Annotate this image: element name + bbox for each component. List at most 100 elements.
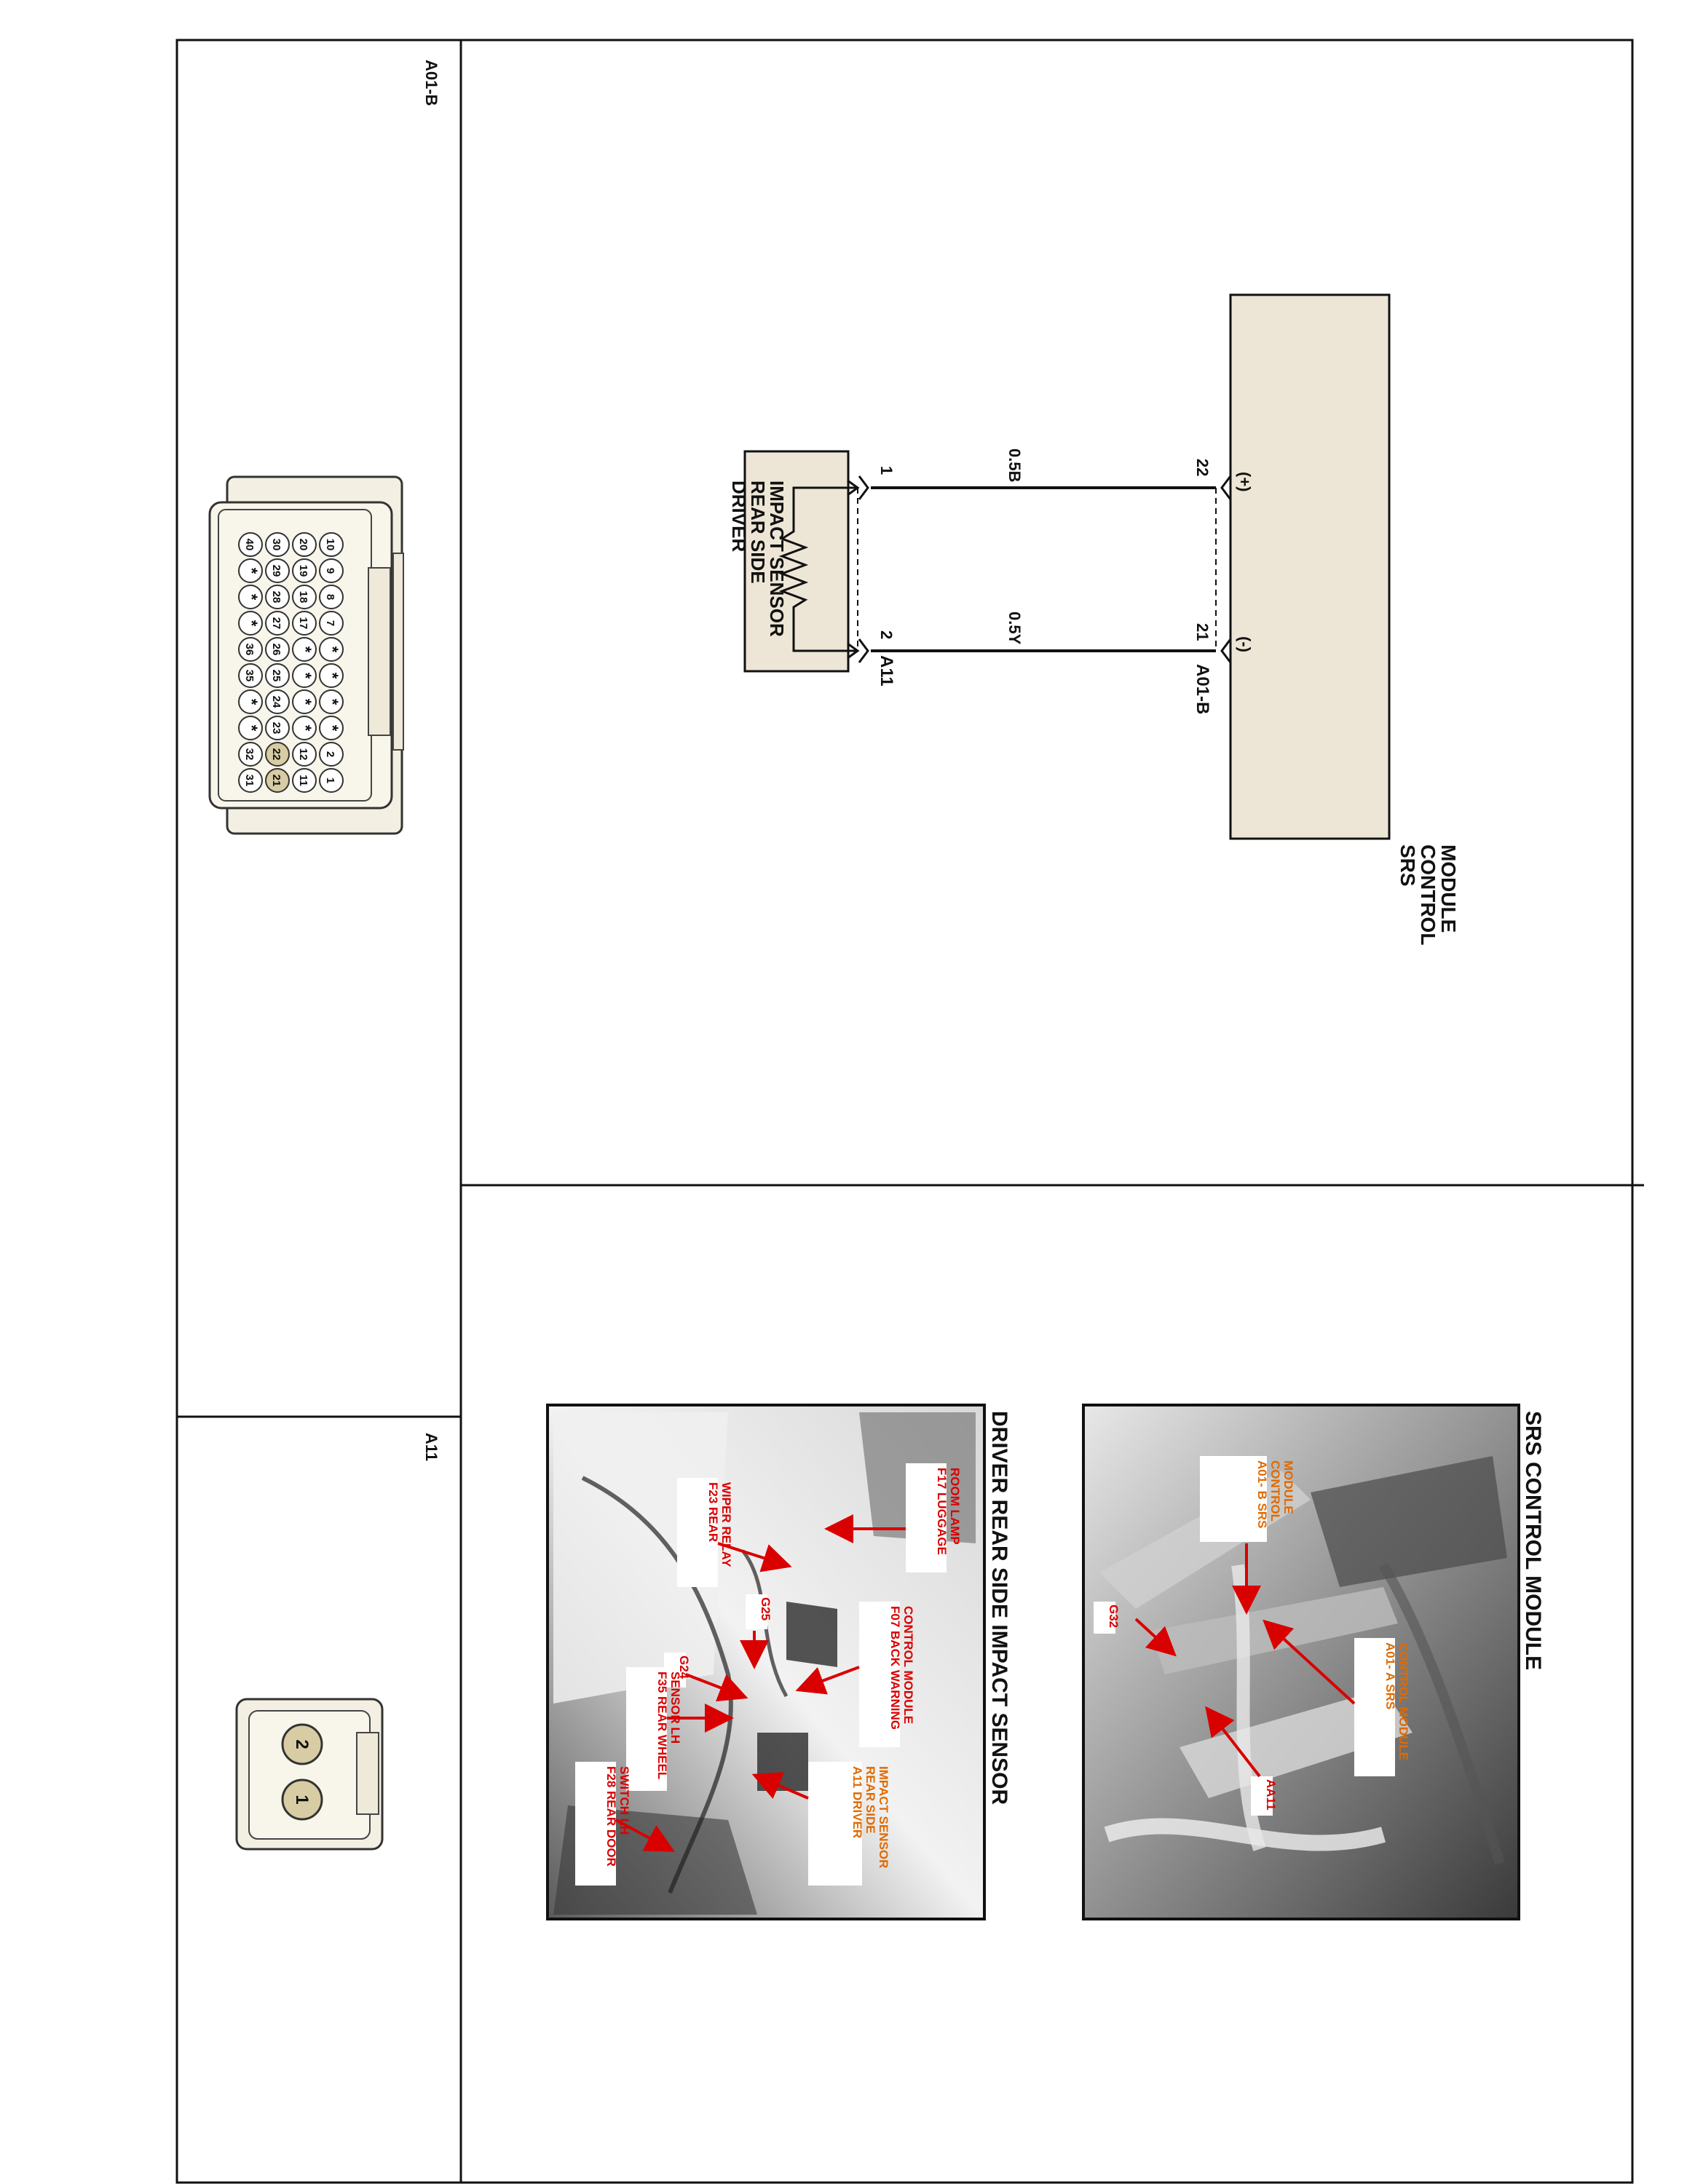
svg-text:CONTROL MODULE: CONTROL MODULE: [901, 1606, 915, 1724]
connector-a01b-face: 10987****2120191817****12113029282726252…: [208, 475, 404, 835]
a01b-pin: [238, 742, 263, 767]
a01b-pin-label: 26: [270, 644, 283, 656]
connector-a01b-header: A01-B: [422, 60, 440, 106]
a01b-pin-label: *: [242, 568, 261, 574]
a01b-pin: [238, 532, 263, 557]
svg-text:WIPER RELAY: WIPER RELAY: [719, 1482, 733, 1567]
callout-f07: F07 BACK WARNING CONTROL MODULE: [888, 1606, 915, 1730]
svg-text:MODULE: MODULE: [1281, 1460, 1295, 1514]
a01b-pin-label: 19: [297, 565, 309, 577]
a01b-pin-label: 20: [297, 539, 309, 551]
a11-pin-1: [281, 1779, 323, 1821]
sensor-pin-2-number: 2: [877, 630, 896, 639]
a01b-pin: [292, 768, 317, 793]
sensor-pin-2-terminal: [858, 638, 869, 663]
wire-0-5b-label: 0.5B: [1006, 448, 1024, 482]
a01b-pin-label: 27: [270, 617, 283, 630]
a01b-pin-label: 17: [297, 617, 309, 630]
svg-text:A11 DRIVER: A11 DRIVER: [850, 1766, 864, 1838]
svg-text:SWITCH LH: SWITCH LH: [617, 1766, 631, 1835]
srs-control-module-photo: SRS CONTROL MODULE A01- B SRS CONTROL MO…: [1082, 1404, 1545, 1920]
a01b-pin: [238, 663, 263, 688]
a01b-pin: [319, 611, 344, 636]
a01b-pin-label: *: [323, 699, 341, 705]
a01b-pin: [238, 768, 263, 793]
a01b-pin-label: *: [242, 594, 261, 601]
callout-g25: G25: [759, 1597, 773, 1621]
svg-text:IMPACT SENSOR: IMPACT SENSOR: [877, 1766, 890, 1868]
a01b-pin: [319, 716, 344, 740]
a01b-pin: [319, 532, 344, 557]
a01b-pin-label: *: [296, 725, 315, 732]
a01b-pin-label: 40: [243, 539, 256, 551]
a01b-pin: [265, 742, 290, 767]
sensor-pin-1-terminal: [858, 475, 869, 500]
a01b-pin-label: 21: [270, 775, 283, 787]
a01b-pin-label: *: [242, 725, 261, 732]
a01b-pin-label: 31: [243, 775, 256, 787]
a01b-pin-label: *: [242, 620, 261, 627]
a01b-pin-label: 25: [270, 670, 283, 682]
a01b-pin: [319, 663, 344, 688]
a01b-pin-label: *: [323, 646, 341, 653]
a01b-pin: [265, 558, 290, 583]
svg-text:F07 BACK WARNING: F07 BACK WARNING: [888, 1606, 902, 1730]
a01b-pin-label: 24: [270, 696, 283, 708]
resistor-symbol: [778, 486, 858, 652]
svg-text:CONTROL: CONTROL: [1268, 1460, 1282, 1522]
svg-text:MODULE: MODULE: [1437, 844, 1460, 933]
a01b-pin: [238, 637, 263, 662]
srs-photo-title: SRS CONTROL MODULE: [1521, 1411, 1545, 1670]
svg-text:CONTROL MODULE: CONTROL MODULE: [1396, 1642, 1410, 1760]
sensor-pin-1-number: 1: [877, 466, 896, 475]
callout-a01b-srs: A01- B SRS CONTROL MODULE: [1255, 1460, 1295, 1529]
a01b-pin: [265, 637, 290, 662]
a01b-pin-label: 10: [324, 539, 336, 551]
wire-0-5y-label: 0.5Y: [1006, 612, 1024, 645]
a01b-pin: [319, 585, 344, 609]
schematic: SRS CONTROL MODULE (+) (-) 22 2 1 A01-B 0…: [728, 293, 1460, 945]
a01b-pin-label: 7: [324, 620, 336, 626]
callout-a01a-srs: A01- A SRS CONTROL MODULE: [1383, 1642, 1410, 1760]
a01b-pin-label: *: [296, 673, 315, 679]
pin-22-number: 22: [1193, 459, 1212, 476]
a01b-pin: [319, 742, 344, 767]
a01b-pin: [265, 716, 290, 740]
a01b-pin-label: 32: [243, 748, 256, 761]
callout-f17: F17 LUGGAGE ROOM LAMP: [935, 1468, 962, 1555]
a01b-pin: [265, 585, 290, 609]
svg-text:CONTROL: CONTROL: [1417, 844, 1439, 945]
callout-g24: G24: [677, 1655, 691, 1679]
impact-sensor-label: DRIVER REAR SIDE IMPACT SENSOR: [728, 480, 788, 637]
svg-text:F23 REAR: F23 REAR: [706, 1482, 720, 1542]
a01b-pin: [292, 532, 317, 557]
a01b-pin-label: 1: [324, 778, 336, 783]
impact-sensor-photo: DRIVER REAR SIDE IMPACT SENSOR F17 LUGGA…: [546, 1404, 1011, 1920]
srs-connector-id: A01-B: [1193, 664, 1212, 714]
pin-21-polarity: (-): [1236, 636, 1254, 652]
a01b-pin: [292, 611, 317, 636]
a01b-pin: [265, 663, 290, 688]
page-frame: [175, 39, 1644, 2184]
a01b-pin-label: 8: [324, 594, 336, 600]
connector-a11-face: 2 1: [235, 1698, 384, 1851]
callout-f35: F35 REAR WHEEL SENSOR LH: [655, 1671, 682, 1779]
sensor-photo-title: DRIVER REAR SIDE IMPACT SENSOR: [987, 1411, 1011, 1805]
srs-control-module-box: [1229, 293, 1391, 840]
pin-22-polarity: (+): [1236, 472, 1254, 492]
a01b-pin: [265, 532, 290, 557]
svg-text:1: 1: [292, 1795, 312, 1804]
a01b-pin: [292, 742, 317, 767]
a01b-pin-label: 11: [297, 775, 309, 786]
a01b-pin: [238, 558, 263, 583]
a01b-pin-label: 2: [324, 751, 336, 757]
svg-text:SRS: SRS: [1396, 844, 1419, 887]
a01b-pin-label: *: [323, 725, 341, 732]
a01b-pin: [265, 689, 290, 714]
a01b-pin: [292, 689, 317, 714]
callout-a11-sensor: A11 DRIVER REAR SIDE IMPACT SENSOR: [850, 1766, 890, 1868]
a01b-pin: [238, 585, 263, 609]
svg-text:REAR SIDE: REAR SIDE: [747, 480, 769, 584]
pin-21-terminal: [1220, 638, 1232, 663]
